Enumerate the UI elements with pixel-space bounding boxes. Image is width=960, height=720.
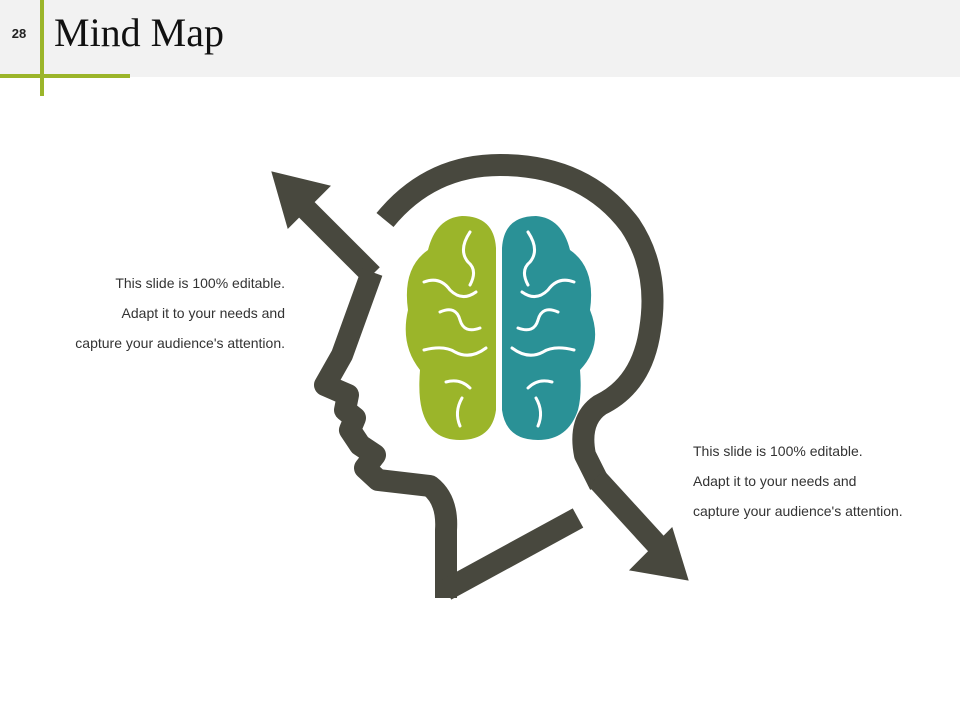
header-band (0, 0, 960, 77)
slide-number: 28 (11, 26, 27, 41)
right-text-block: This slide is 100% editable. Adapt it to… (693, 436, 953, 526)
page-title: Mind Map (54, 10, 224, 55)
brain-right-hemisphere (502, 216, 596, 440)
left-text-block: This slide is 100% editable. Adapt it to… (25, 268, 285, 358)
brain-icon (405, 216, 596, 440)
right-text-line-1: This slide is 100% editable. (693, 443, 863, 459)
accent-horizontal-line (0, 74, 130, 78)
brain-left-hemisphere (405, 216, 496, 440)
left-text-line-3: capture your audience's attention. (75, 335, 285, 351)
left-text-line-1: This slide is 100% editable. (115, 275, 285, 291)
right-text-line-2: Adapt it to your needs and (693, 473, 857, 489)
right-text-line-3: capture your audience's attention. (693, 503, 903, 519)
head-icon (314, 154, 664, 600)
arrow-up-left-icon (271, 171, 380, 283)
arrow-down-right-icon (587, 470, 689, 581)
accent-vertical-line (40, 0, 44, 96)
left-text-line-2: Adapt it to your needs and (121, 305, 285, 321)
